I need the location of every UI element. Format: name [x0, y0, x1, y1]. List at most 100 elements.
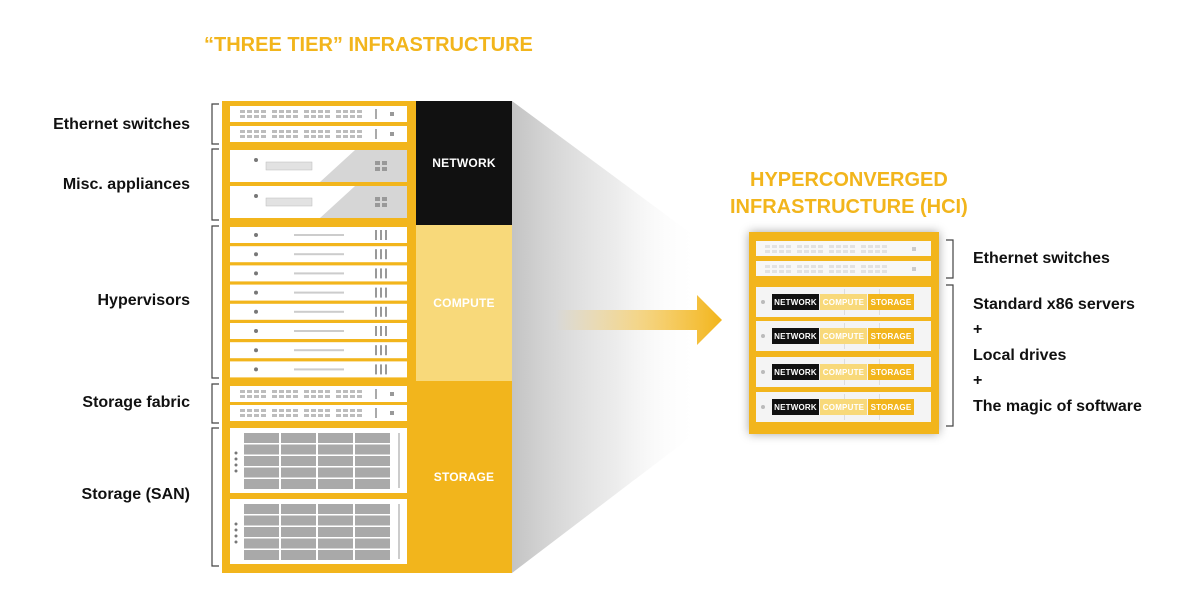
port [311, 130, 316, 133]
hci-label-ethernet-switches: Ethernet switches [973, 250, 1110, 267]
port [254, 409, 259, 412]
port [861, 245, 866, 248]
port [350, 130, 355, 133]
port [843, 270, 848, 273]
san-drive [355, 479, 390, 489]
port [279, 390, 284, 393]
right-brackets [946, 239, 954, 427]
hci-label-plus-2: + [973, 372, 983, 389]
switch-body [230, 126, 407, 142]
port [272, 110, 277, 113]
port [325, 110, 330, 113]
appliance-led [254, 158, 258, 162]
server-led [254, 348, 258, 353]
port [318, 110, 323, 113]
port [240, 409, 245, 412]
port [318, 115, 323, 118]
three-tier-rack [222, 101, 416, 573]
misc-appliance-1 [230, 150, 407, 182]
san-drive [318, 515, 353, 526]
port [247, 130, 252, 133]
port [861, 250, 866, 253]
hci-node-4-compute-tag: COMPUTE [820, 399, 867, 415]
server-vent [385, 268, 387, 279]
port [829, 245, 834, 248]
port [875, 250, 880, 253]
port [343, 110, 348, 113]
hci-node-2-storage-tag: STORAGE [868, 328, 914, 344]
appliance-vent [382, 203, 387, 207]
port [765, 265, 770, 268]
san-led [234, 463, 238, 467]
port [829, 250, 834, 253]
appliance-vent [375, 197, 380, 201]
port [882, 250, 887, 253]
port [850, 270, 855, 273]
bracket [211, 383, 219, 424]
port [868, 270, 873, 273]
san-drive [244, 550, 279, 560]
storage-san-1 [230, 428, 407, 493]
appliance-vent [375, 167, 380, 171]
appliance-panel [320, 150, 407, 182]
server-vent [385, 249, 387, 260]
port [804, 265, 809, 268]
hypervisor-server [230, 361, 407, 378]
port [836, 245, 841, 248]
port [818, 250, 823, 253]
server-vent [385, 364, 387, 375]
port [286, 395, 291, 398]
server-vent [375, 306, 377, 317]
port [765, 250, 770, 253]
san-led [234, 469, 238, 473]
port [318, 414, 323, 417]
san-drive [355, 515, 390, 526]
port [786, 265, 791, 268]
port [843, 245, 848, 248]
port [311, 115, 316, 118]
server-led [254, 233, 258, 237]
port [357, 135, 362, 138]
port [336, 110, 341, 113]
port [254, 414, 259, 417]
port [811, 270, 816, 273]
tier-compute: COMPUTE [416, 225, 512, 381]
san-drive [355, 433, 390, 443]
san-handle [398, 504, 400, 559]
switch-divider [375, 109, 377, 119]
port [272, 414, 277, 417]
switch-divider [375, 389, 377, 399]
san-drive [244, 515, 279, 526]
port [325, 395, 330, 398]
switch-body [230, 386, 407, 402]
appliance-vent [382, 161, 387, 165]
hci-switch-1 [756, 241, 931, 256]
port [293, 130, 298, 133]
port [254, 395, 259, 398]
hci-switch-body [756, 261, 931, 276]
bracket [211, 103, 219, 145]
san-drive [244, 479, 279, 489]
san-drive [318, 504, 353, 514]
port [882, 245, 887, 248]
port [850, 245, 855, 248]
bracket [946, 284, 954, 427]
port [811, 265, 816, 268]
san-drive [244, 456, 279, 466]
storage-fabric-switch-2 [230, 405, 407, 421]
appliance-vent [382, 167, 387, 171]
port [272, 409, 277, 412]
hci-node-led [761, 370, 765, 374]
port [875, 245, 880, 248]
hci-switch-led [912, 247, 916, 251]
port [357, 110, 362, 113]
port [286, 115, 291, 118]
port [240, 414, 245, 417]
appliance-led [254, 194, 258, 198]
port [240, 135, 245, 138]
san-drive [244, 433, 279, 443]
server-vent [380, 230, 382, 240]
san-drive [244, 504, 279, 514]
hci-node-led [761, 405, 765, 409]
port [304, 414, 309, 417]
